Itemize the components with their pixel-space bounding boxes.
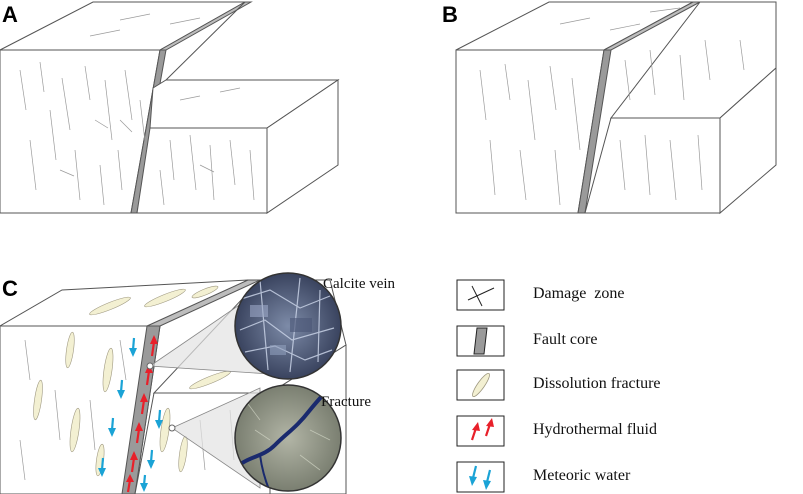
- panel-label-b: B: [442, 2, 458, 27]
- hydrothermal-arrows-c: [126, 335, 158, 493]
- panel-label-a: A: [2, 2, 18, 27]
- calcite-vein-label: Calcite vein: [323, 276, 396, 292]
- damage-zone-marks-a: [19, 13, 255, 206]
- legend-meteoric-arrows: [469, 465, 492, 490]
- damage-zone-marks-b: [479, 7, 745, 206]
- calcite-vein-micrograph: [234, 272, 342, 380]
- callout-anchor-fracture: [168, 424, 176, 432]
- legend-damage-zone-label: Damage zone: [533, 285, 625, 302]
- panel-label-c: C: [2, 276, 18, 301]
- dissolution-fractures-c: [33, 285, 231, 477]
- legend-fault-core-label: Fault core: [533, 331, 598, 348]
- legend-dissolution-fracture-label: Dissolution fracture: [533, 375, 661, 392]
- block-diagram-b: [455, 1, 777, 215]
- legend-damage-zone-icon: [456, 279, 505, 311]
- legend-symbols: [456, 279, 505, 493]
- legend-hydrothermal-fluid-icon: [456, 415, 505, 447]
- callout-anchor-calcite: [146, 362, 154, 370]
- meteoric-arrows-c: [98, 337, 163, 492]
- legend-meteoric-water-icon: [456, 461, 505, 493]
- fracture-label: Fracture: [321, 394, 371, 410]
- legend-meteoric-water-label: Meteoric water: [533, 467, 631, 484]
- block-diagram-a: [0, 1, 340, 214]
- legend-hydrothermal-arrows: [470, 418, 494, 441]
- legend-hydrothermal-fluid-label: Hydrothermal fluid: [533, 421, 657, 438]
